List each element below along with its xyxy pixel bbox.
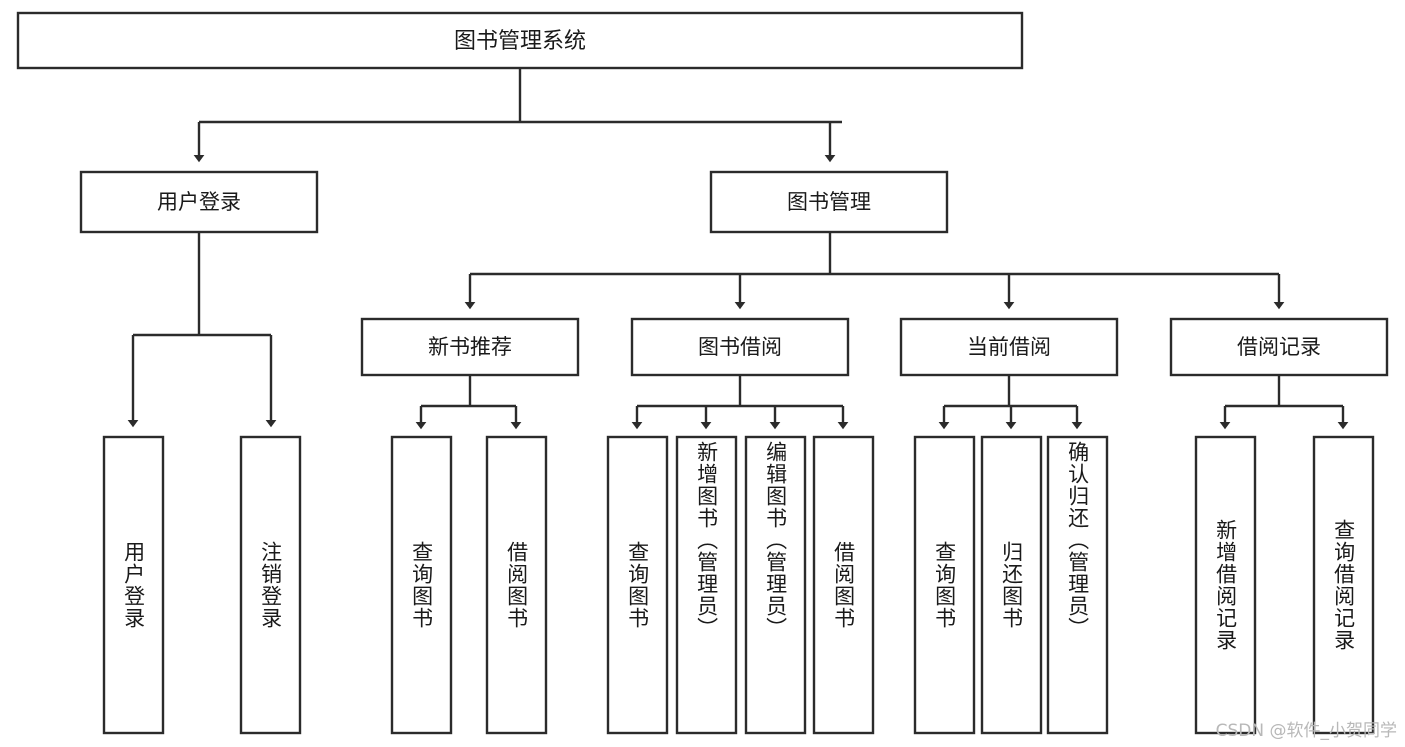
connector-borrowrecord-to-leaves [1219, 375, 1349, 430]
node-level2-book-management[interactable] [709, 170, 949, 234]
connector-userlogin-to-leaves [127, 232, 277, 428]
node-leaf-current-borrow-1[interactable] [980, 435, 1043, 735]
node-leaf-book-borrow-1[interactable] [675, 435, 738, 735]
connector-bookborrow-to-leaves [631, 375, 849, 430]
node-level2-book-management-label: 图书管理 [787, 190, 871, 214]
node-leaf-new-book-1[interactable] [485, 435, 548, 735]
node-leaf-book-borrow-0[interactable] [606, 435, 669, 735]
connector-currentborrow-to-leaves [938, 375, 1083, 430]
node-level3-borrow-record-label: 借阅记录 [1237, 335, 1321, 359]
node-level2-user-login-label: 用户登录 [157, 190, 241, 214]
node-level3-current-borrow[interactable] [899, 317, 1119, 377]
node-leaf-book-borrow-2[interactable] [744, 435, 807, 735]
connector-newbook-to-leaves [415, 375, 522, 430]
node-level3-borrow-record[interactable] [1169, 317, 1389, 377]
node-leaf-book-borrow-3[interactable] [812, 435, 875, 735]
node-leaf-new-book-0[interactable] [390, 435, 453, 735]
node-level3-book-borrow-label: 图书借阅 [698, 335, 782, 359]
node-level3-current-borrow-label: 当前借阅 [967, 335, 1051, 359]
node-level3-new-book-recommend[interactable] [360, 317, 580, 377]
node-level3-new-book-recommend-label: 新书推荐 [428, 335, 512, 359]
node-root-book-management-system[interactable] [16, 11, 1024, 70]
node-root-label: 图书管理系统 [454, 29, 586, 54]
node-level3-book-borrow[interactable] [630, 317, 850, 377]
node-leaf-borrow-record-0[interactable] [1194, 435, 1257, 735]
node-leaf-borrow-record-1[interactable] [1312, 435, 1375, 735]
connector-bookmgmt-to-level3 [464, 232, 1285, 310]
node-level2-user-login[interactable] [79, 170, 319, 234]
node-leaf-user-login-0[interactable] [102, 435, 165, 735]
node-leaf-user-login-1[interactable] [239, 435, 302, 735]
connector-root-to-level2 [193, 68, 842, 163]
node-leaf-current-borrow-2[interactable] [1046, 435, 1109, 735]
watermark: CSDN @软件_小贺同学 [1215, 721, 1397, 741]
node-leaf-current-borrow-0[interactable] [913, 435, 976, 735]
